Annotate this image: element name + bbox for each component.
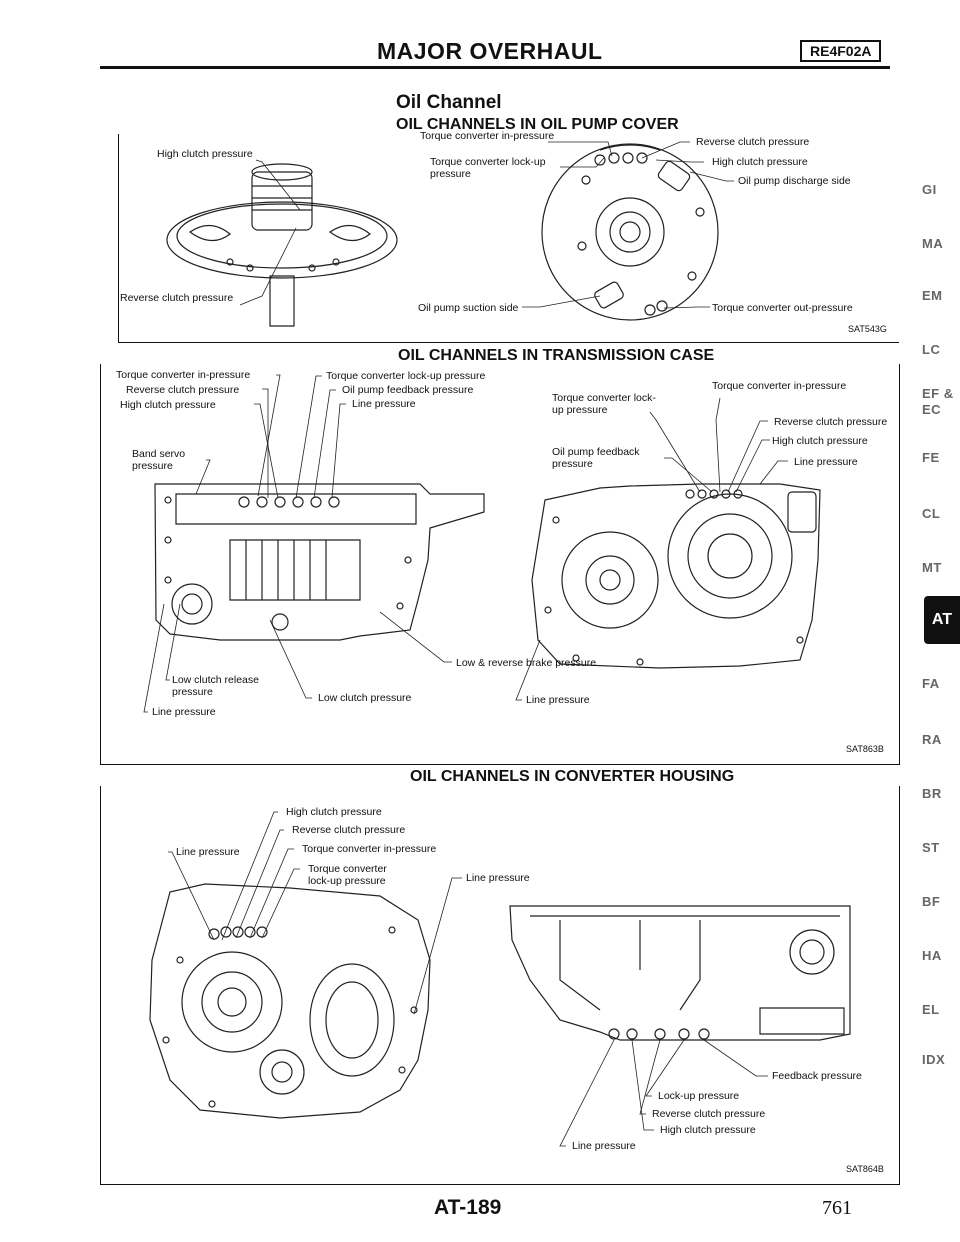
side-tab-lc[interactable]: LC <box>922 342 941 357</box>
tc-label-reverse-clutch: Reverse clutch pressure <box>126 384 240 396</box>
ch-label-reverse-clutch: Reverse clutch pressure <box>292 824 406 836</box>
side-tab-ha[interactable]: HA <box>922 948 942 963</box>
model-code-badge: RE4F02A <box>800 40 882 62</box>
tc-label-low-reverse-brake: Low & reverse brake pressure <box>456 657 597 669</box>
label-high-clutch-pressure-right: High clutch pressure <box>712 156 808 168</box>
label-tc-out-pressure: Torque converter out-pressure <box>712 302 853 314</box>
side-tab-idx[interactable]: IDX <box>922 1052 946 1067</box>
side-tab-gi[interactable]: GI <box>922 182 937 197</box>
side-tab-at-active[interactable]: AT <box>924 596 960 644</box>
heading-converter-housing: OIL CHANNELS IN CONVERTER HOUSING <box>410 768 735 785</box>
ch-label-reverse-clutch-right: Reverse clutch pressure <box>652 1108 766 1120</box>
side-tab-ec[interactable]: EC <box>922 402 942 417</box>
ch-label-line-pressure: Line pressure <box>176 846 240 858</box>
tc-label-tc-lockup: Torque converter lock-up pressure <box>326 370 486 382</box>
ch-label-lockup-pressure: Lock-up pressure <box>658 1090 740 1102</box>
footer-page-number: 761 <box>822 1197 852 1219</box>
side-tab-ra[interactable]: RA <box>922 732 942 747</box>
side-tab-mt[interactable]: MT <box>922 560 942 575</box>
label-pump-discharge-side: Oil pump discharge side <box>738 175 851 187</box>
heading-transmission-case: OIL CHANNELS IN TRANSMISSION CASE <box>398 347 715 364</box>
side-tab-fa[interactable]: FA <box>922 676 940 691</box>
side-tab-el[interactable]: EL <box>922 1002 940 1017</box>
tc-label-tc-in-pressure: Torque converter in-pressure <box>116 369 251 381</box>
heading-oil-pump-cover: OIL CHANNELS IN OIL PUMP COVER <box>396 116 679 133</box>
ch-label-feedback-pressure: Feedback pressure <box>772 1070 862 1082</box>
tc-right-label-reverse-clutch: Reverse clutch pressure <box>774 416 888 428</box>
side-tab-br[interactable]: BR <box>922 786 942 801</box>
side-tab-st[interactable]: ST <box>922 840 940 855</box>
side-tab-cl[interactable]: CL <box>922 506 941 521</box>
tc-label-low-clutch-release: Low clutch release pressure <box>172 674 259 698</box>
tc-label-low-clutch: Low clutch pressure <box>318 692 412 704</box>
tc-right-label-tc-lockup: Torque converter lock-up pressure <box>552 392 656 416</box>
label-tc-in-pressure: Torque converter in-pressure <box>420 130 555 142</box>
footer-page-code: AT-189 <box>434 1196 502 1219</box>
tc-right-label-pump-feedback: Oil pump feedback pressure <box>552 446 640 470</box>
page-header-title: MAJOR OVERHAUL <box>377 38 603 64</box>
side-tab-fe[interactable]: FE <box>922 450 940 465</box>
side-tab-em[interactable]: EM <box>922 288 943 303</box>
figure-code-sat543g: SAT543G <box>848 324 887 334</box>
ch-label-tc-in: Torque converter in-pressure <box>302 843 437 855</box>
panel-transmission-case <box>100 364 900 765</box>
figure-code-sat863b: SAT863B <box>846 744 884 754</box>
tc-right-label-line-pressure: Line pressure <box>794 456 858 468</box>
header-rule <box>100 66 890 69</box>
label-reverse-clutch-pressure-right: Reverse clutch pressure <box>696 136 810 148</box>
ch-label-high-clutch-right: High clutch pressure <box>660 1124 756 1136</box>
side-tab-ma[interactable]: MA <box>922 236 944 251</box>
tc-label-line-pressure: Line pressure <box>352 398 416 410</box>
tc-label-high-clutch: High clutch pressure <box>120 399 216 411</box>
label-pump-suction-side: Oil pump suction side <box>418 302 519 314</box>
ch-label-line-pressure-bottom: Line pressure <box>572 1140 636 1152</box>
section-title: Oil Channel <box>396 92 502 113</box>
tc-label-line-pressure-bottom: Line pressure <box>152 706 216 718</box>
ch-label-high-clutch: High clutch pressure <box>286 806 382 818</box>
figure-code-sat864b: SAT864B <box>846 1164 884 1174</box>
panel-oil-pump-cover <box>118 134 899 343</box>
tc-right-label-tc-in: Torque converter in-pressure <box>712 380 847 392</box>
tc-right-label-high-clutch: High clutch pressure <box>772 435 868 447</box>
panel-converter-housing <box>100 786 900 1185</box>
label-reverse-clutch-pressure: Reverse clutch pressure <box>120 292 234 304</box>
side-tab-bf[interactable]: BF <box>922 894 941 909</box>
tc-label-pump-feedback: Oil pump feedback pressure <box>342 384 474 396</box>
ch-label-line-pressure-right: Line pressure <box>466 872 530 884</box>
side-tab-ef[interactable]: EF & <box>922 386 954 401</box>
label-high-clutch-pressure: High clutch pressure <box>157 148 253 160</box>
ch-label-tc-lockup: Torque converter lock-up pressure <box>308 863 387 887</box>
tc-label-band-servo: Band servo pressure <box>132 448 186 472</box>
label-tc-lockup-pressure: Torque converter lock-up pressure <box>430 156 546 180</box>
tc-right-label-line-pressure-bottom: Line pressure <box>526 694 590 706</box>
